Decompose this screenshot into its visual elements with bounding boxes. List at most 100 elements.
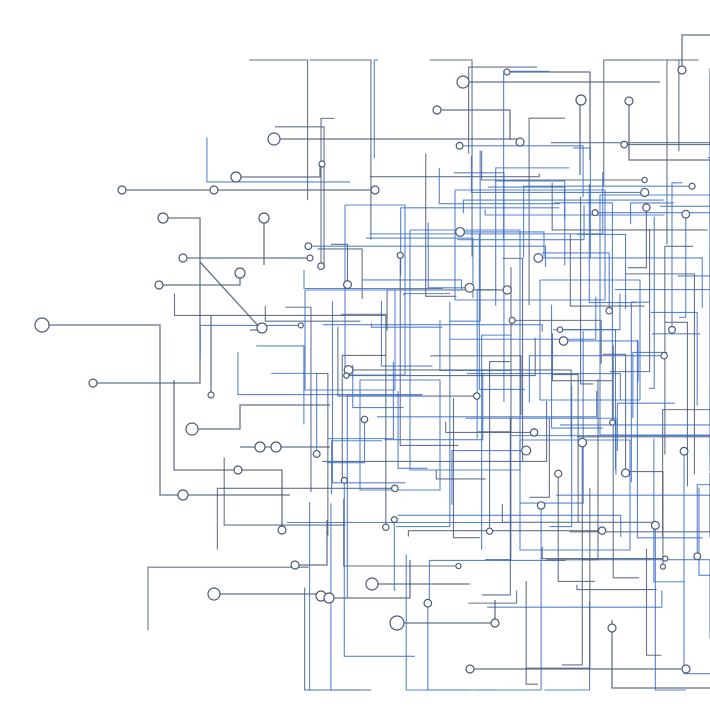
circuit-node: [154, 280, 164, 290]
circuit-trace: [362, 279, 463, 290]
circuit-trace: [588, 184, 637, 304]
circuit-trace: [340, 313, 387, 528]
circuit-trace: [459, 145, 584, 198]
circuit-trace: [452, 398, 480, 539]
circuit-node: [256, 322, 268, 334]
circuit-trace: [435, 470, 486, 480]
circuit-trace: [337, 326, 477, 397]
circuit-node: [485, 527, 494, 535]
circuit-node: [230, 171, 242, 183]
circuit-node: [343, 280, 353, 290]
circuit-node: [508, 316, 516, 324]
circuit-trace: [599, 194, 710, 436]
circuit-trace: [445, 421, 535, 434]
circuit-trace: [648, 216, 655, 389]
circuit-trace: [173, 380, 283, 530]
circuit-node: [323, 592, 335, 604]
circuit-trace: [624, 273, 695, 475]
circuit-trace: [707, 157, 710, 222]
circuit-trace: [285, 306, 312, 493]
circuit-node: [318, 160, 326, 168]
circuit-node: [660, 351, 668, 360]
circuit-trace: [696, 484, 710, 557]
circuit-trace: [525, 488, 591, 669]
circuit-node: [624, 96, 634, 106]
circuit-trace: [551, 333, 612, 382]
circuit-node: [677, 65, 687, 75]
circuit-trace: [478, 233, 525, 391]
circuit-node: [207, 391, 215, 399]
circuit-trace: [454, 189, 606, 301]
circuit-node: [455, 226, 466, 237]
circuit-trace: [449, 296, 597, 340]
circuit-trace: [93, 217, 201, 384]
circuit-trace: [331, 301, 406, 484]
circuit-trace: [206, 137, 351, 183]
circuit-trace: [577, 436, 710, 456]
circuit-trace: [264, 306, 361, 322]
circuit-trace: [457, 205, 585, 241]
circuit-node: [360, 415, 369, 424]
circuit-node: [317, 262, 325, 271]
circuit-node: [693, 552, 702, 561]
circuit-trace: [580, 196, 594, 385]
circuit-trace: [373, 59, 379, 159]
circuit-node: [178, 253, 188, 263]
circuit-trace: [359, 379, 441, 491]
circuit-node: [536, 501, 546, 510]
circuit-trace: [582, 559, 710, 639]
circuit-trace: [628, 101, 710, 161]
circuit-trace: [660, 170, 710, 207]
circuit-node: [270, 441, 282, 453]
circuit-node: [650, 520, 660, 530]
circuit-trace: [466, 373, 621, 400]
circuit-trace: [303, 270, 443, 290]
circuit-node: [502, 285, 512, 295]
circuit-trace: [538, 257, 703, 308]
circuit-node: [490, 618, 500, 628]
circuit-trace: [489, 360, 511, 532]
circuit-trace: [396, 301, 451, 528]
circuit-trace: [512, 319, 602, 364]
circuit-trace: [397, 514, 622, 537]
circuit-trace: [315, 372, 329, 536]
circuit-node: [177, 489, 189, 501]
circuit-node: [688, 182, 696, 190]
circuit-trace: [481, 334, 512, 550]
circuit-trace: [438, 167, 561, 205]
circuit-trace: [309, 59, 372, 240]
circuit-trace: [429, 59, 473, 257]
circuit-trace: [557, 473, 596, 583]
circuit-trace: [636, 339, 703, 539]
circuit-trace: [327, 361, 394, 440]
circuit-node: [254, 441, 266, 453]
circuit-node: [681, 209, 691, 219]
circuit-trace: [645, 548, 662, 656]
circuit-trace: [468, 590, 518, 604]
circuit-trace: [147, 566, 309, 631]
circuit-node: [209, 185, 219, 195]
circuit-node: [558, 336, 569, 346]
circuit-node: [679, 446, 689, 456]
circuit-trace: [308, 245, 547, 267]
circuit-trace: [236, 165, 321, 178]
circuit-node: [267, 132, 281, 146]
circuit-node: [343, 372, 350, 379]
circuit-trace: [487, 186, 566, 219]
circuit-trace: [405, 554, 468, 691]
circuit-node: [382, 523, 390, 532]
circuit-node: [157, 212, 169, 224]
circuit-trace: [550, 304, 603, 429]
circuit-node: [258, 212, 270, 224]
circuit-trace: [304, 587, 372, 691]
circuit-trace: [614, 211, 710, 291]
circuit-trace: [528, 355, 665, 403]
circuit-node: [597, 526, 607, 535]
circuit-trace: [654, 525, 686, 691]
circuit-trace: [42, 324, 290, 496]
circuit-trace: [216, 487, 395, 550]
circuit-node: [456, 75, 470, 89]
circuit-trace: [650, 311, 698, 406]
circuit-node: [554, 469, 563, 478]
circuit-trace: [487, 590, 663, 608]
